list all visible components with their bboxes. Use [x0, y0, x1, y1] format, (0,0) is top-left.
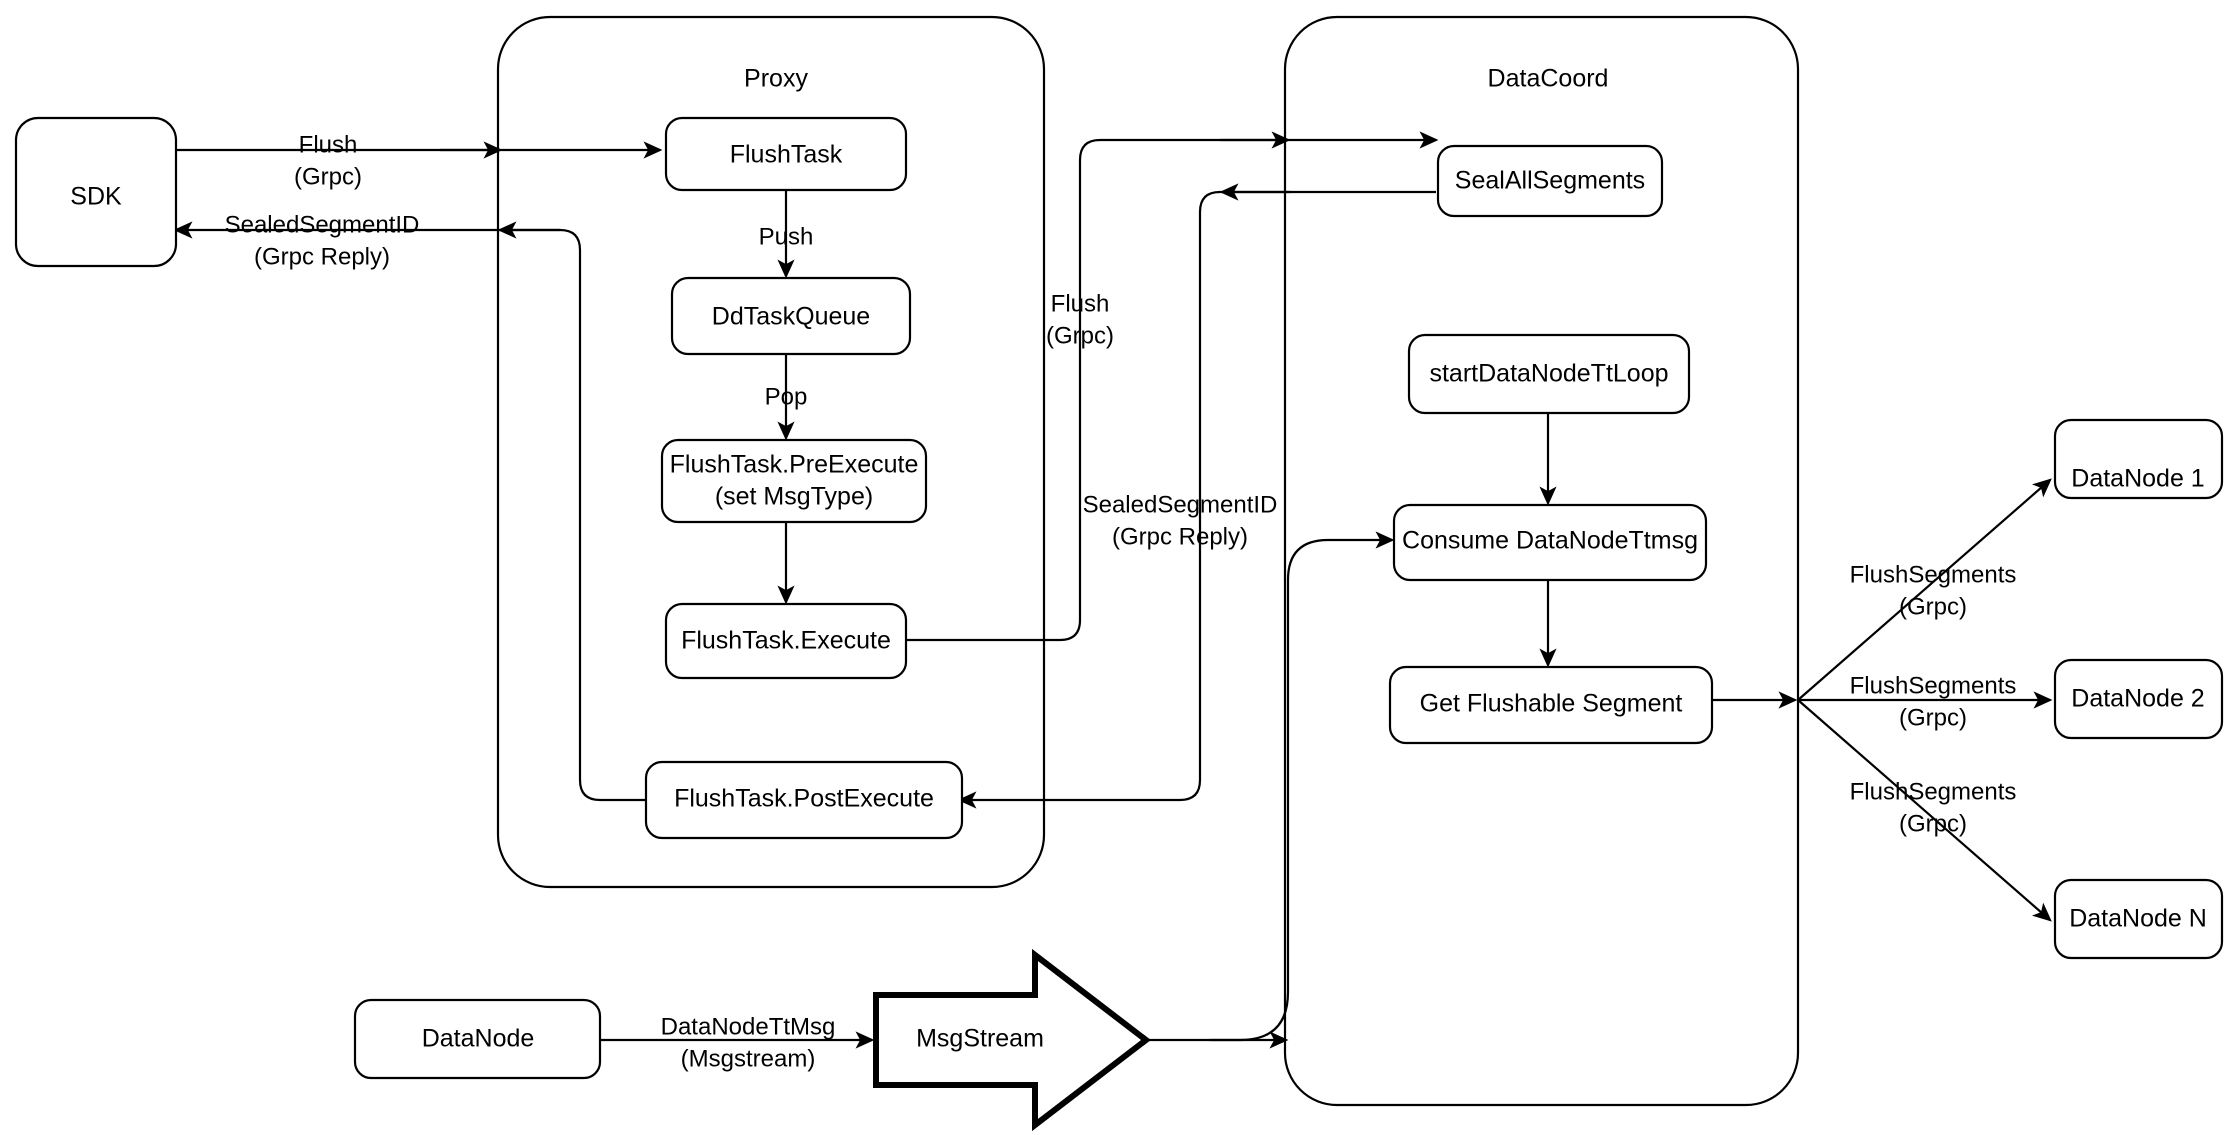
node-sdk[interactable]: SDK [14, 116, 178, 268]
node-get-flushable-segment[interactable]: Get Flushable Segment [1388, 665, 1714, 745]
proxy-container-title: Proxy [744, 65, 808, 93]
flushsegments-n-line1: FlushSegments [1850, 778, 2017, 805]
label-flush-grpc-sdk: Flush (Grpc) [294, 131, 362, 190]
flush-coord-line2: (Grpc) [1046, 322, 1114, 349]
label-pop: Pop [765, 383, 808, 410]
flushsegments-n-line2: (Grpc) [1899, 810, 1967, 837]
getflushablesegment-label: Get Flushable Segment [1420, 690, 1683, 718]
datanodettmsg-line1: DataNodeTtMsg [661, 1013, 836, 1040]
edge-postexecute-to-sdk [173, 221, 645, 802]
datanode-bottom-label: DataNode [422, 1025, 535, 1053]
execute-box[interactable] [664, 602, 908, 680]
getflushablesegment-box[interactable] [1388, 665, 1714, 745]
label-sealedsegmentid-reply-sdk: SealedSegmentID (Grpc Reply) [225, 211, 420, 270]
node-flushtask-postexecute[interactable]: FlushTask.PostExecute [644, 760, 964, 840]
label-flush-grpc-coord: Flush (Grpc) [1046, 290, 1114, 349]
postexecute-box[interactable] [644, 760, 964, 840]
flushsegments-1-line1: FlushSegments [1850, 561, 2017, 588]
label-flushsegments-n: FlushSegments (Grpc) [1850, 778, 2017, 837]
startdatanodettloop-label: startDataNodeTtLoop [1429, 360, 1668, 388]
node-start-datanode-ttloop[interactable]: startDataNodeTtLoop [1407, 333, 1691, 415]
msgstream-label: MsgStream [916, 1025, 1044, 1053]
datanode-bottom-box[interactable] [353, 998, 602, 1080]
ddtaskqueue-box[interactable] [670, 276, 912, 356]
sdk-label: SDK [70, 183, 122, 211]
datacoord-container-title: DataCoord [1488, 65, 1609, 93]
edge-sealallsegments-to-postexecute [957, 190, 1436, 809]
sealallsegments-box[interactable] [1436, 144, 1664, 218]
flushsegments-2-line2: (Grpc) [1899, 704, 1967, 731]
node-flushtask[interactable]: FlushTask [664, 116, 908, 192]
datanode-n-box[interactable] [2053, 878, 2224, 960]
node-ddtaskqueue[interactable]: DdTaskQueue [670, 276, 912, 356]
execute-label: FlushTask.Execute [681, 627, 891, 655]
msgstream-arrow-shape[interactable] [873, 948, 1151, 1132]
preexecute-box[interactable] [660, 438, 928, 524]
sealed-reply-line1: SealedSegmentID [225, 211, 420, 238]
sealed-reply-line2: (Grpc Reply) [254, 243, 390, 270]
label-sealedsegmentid-reply-coord: SealedSegmentID (Grpc Reply) [1083, 491, 1278, 550]
flushsegments-1-line2: (Grpc) [1899, 593, 1967, 620]
node-sealallsegments[interactable]: SealAllSegments [1436, 144, 1664, 218]
flush-grpc-line2: (Grpc) [294, 163, 362, 190]
flush-grpc-line1: Flush [299, 131, 358, 158]
sealed-coord-line1: SealedSegmentID [1083, 491, 1278, 518]
flushtask-box[interactable] [664, 116, 908, 192]
proxy-container-border [496, 15, 1046, 889]
datanodettmsg-line2: (Msgstream) [681, 1045, 816, 1072]
datanode-1-label: DataNode 1 [2071, 465, 2204, 493]
node-flushtask-execute[interactable]: FlushTask.Execute [664, 602, 908, 680]
postexecute-label: FlushTask.PostExecute [674, 785, 934, 813]
ddtaskqueue-label: DdTaskQueue [712, 303, 870, 331]
edge-hub-to-datanode-n [1797, 699, 2052, 922]
label-flushsegments-2: FlushSegments (Grpc) [1850, 672, 2017, 731]
sdk-box[interactable] [14, 116, 178, 268]
sealallsegments-label: SealAllSegments [1455, 167, 1645, 195]
label-datanode-ttmsg: DataNodeTtMsg (Msgstream) [661, 1013, 836, 1072]
container-datacoord: DataCoord [1283, 15, 1800, 1107]
consumedatanodettmsg-label: Consume DataNodeTtmsg [1402, 527, 1698, 555]
node-datanode-bottom[interactable]: DataNode [353, 998, 602, 1080]
node-flushtask-preexecute[interactable]: FlushTask.PreExecute (set MsgType) [660, 438, 928, 524]
datanode-2-label: DataNode 2 [2071, 685, 2204, 713]
node-datanode-2[interactable]: DataNode 2 [2053, 658, 2224, 740]
flushsegments-2-line1: FlushSegments [1850, 672, 2017, 699]
datanode-1-box[interactable] [2053, 418, 2224, 500]
node-msgstream[interactable]: MsgStream [873, 948, 1151, 1132]
startdatanodettloop-box[interactable] [1407, 333, 1691, 415]
datanode-n-label: DataNode N [2069, 905, 2207, 933]
sealed-coord-line2: (Grpc Reply) [1112, 523, 1248, 550]
edge-execute-to-sealallsegments [906, 131, 1439, 642]
container-proxy: Proxy [496, 15, 1046, 889]
edge-hub-to-datanode-1 [1797, 478, 2052, 701]
node-consume-datanode-ttmsg[interactable]: Consume DataNodeTtmsg [1392, 503, 1708, 582]
datacoord-container-border [1283, 15, 1800, 1107]
datanode-2-box[interactable] [2053, 658, 2224, 740]
label-flushsegments-1: FlushSegments (Grpc) [1850, 561, 2017, 620]
label-push: Push [759, 223, 814, 250]
flush-coord-line1: Flush [1051, 290, 1110, 317]
node-datanode-1[interactable]: DataNode 1 [2053, 418, 2224, 500]
flushtask-label: FlushTask [730, 141, 843, 169]
consumedatanodettmsg-box[interactable] [1392, 503, 1708, 582]
edge-msgstream-to-consume [1146, 531, 1395, 1042]
preexecute-label-line2: (set MsgType) [715, 483, 873, 511]
node-datanode-n[interactable]: DataNode N [2053, 878, 2224, 960]
preexecute-label-line1: FlushTask.PreExecute [670, 451, 919, 479]
